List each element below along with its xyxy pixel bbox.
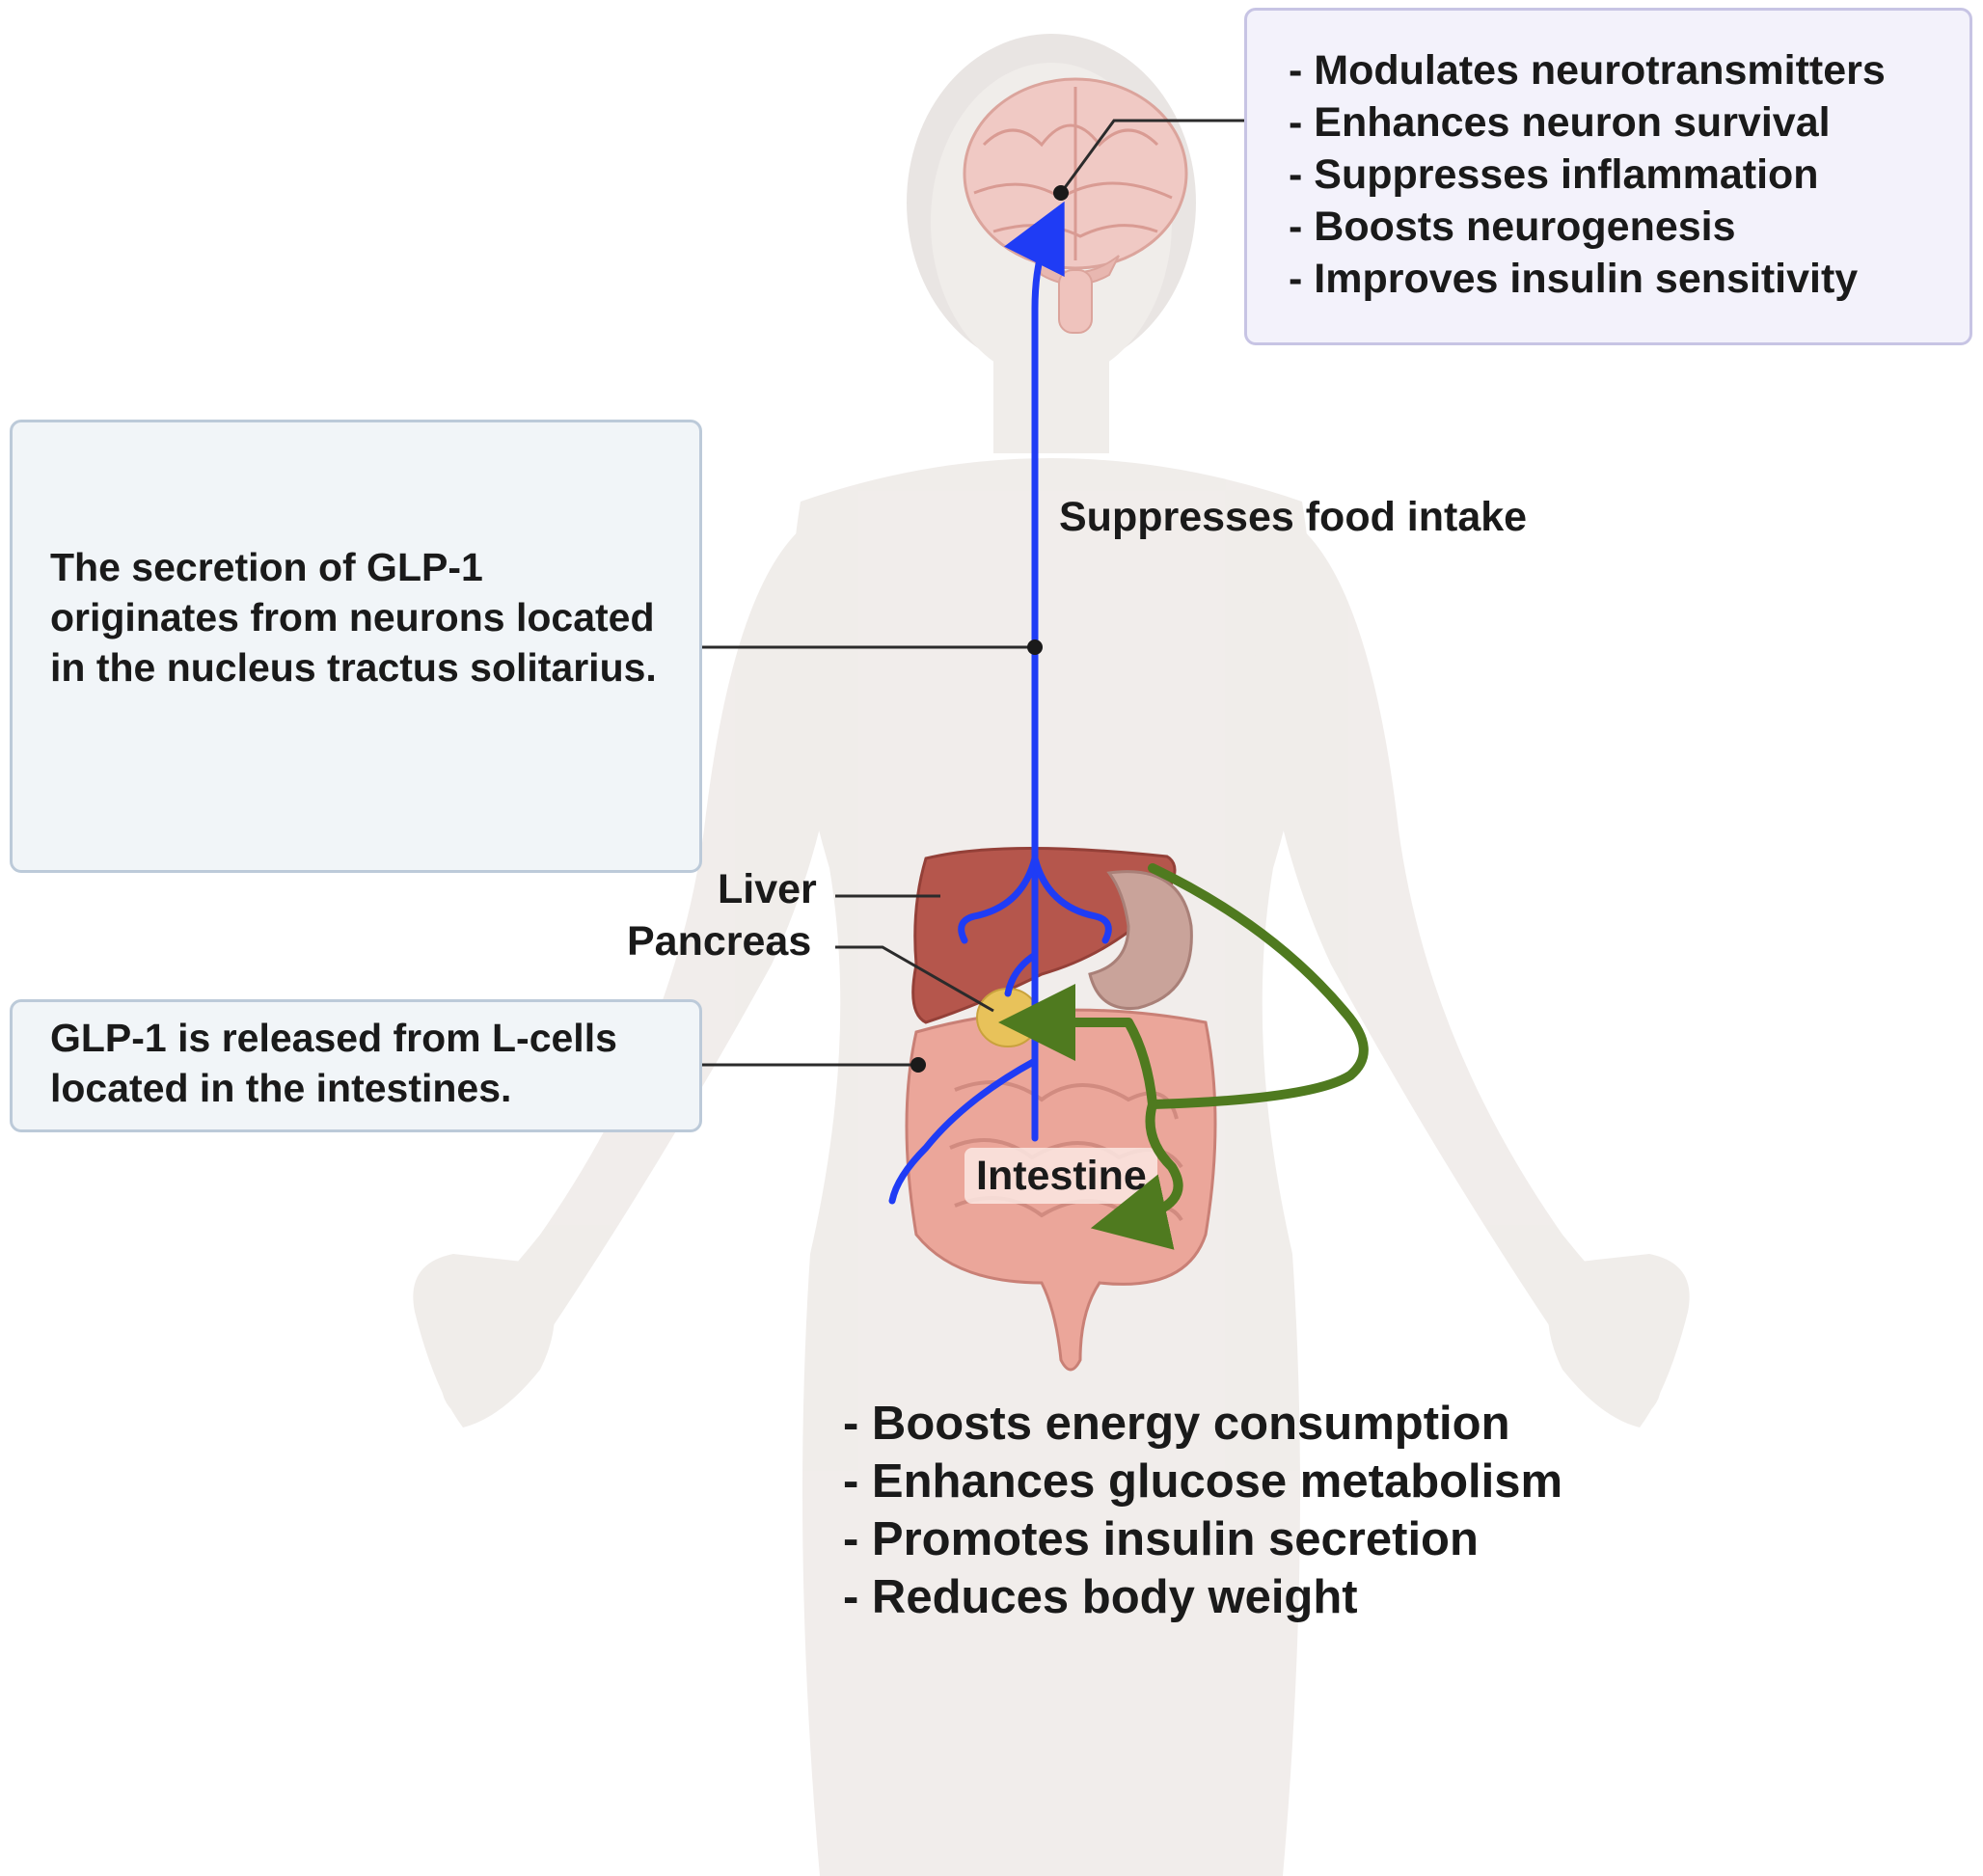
body-effect-item: - Reduces body weight (843, 1571, 1358, 1623)
pancreas-label: Pancreas (627, 918, 812, 965)
body-effects-list: - Boosts energy consumption - Enhances g… (843, 1395, 1562, 1626)
lcell-release-box (10, 999, 702, 1132)
liver-illustration (911, 847, 1177, 1024)
nts-secretion-text: The secretion of GLP-1 originates from n… (50, 545, 657, 690)
brain-effect-item: - Improves insulin sensitivity (1289, 256, 1859, 302)
pancreas-illustration (976, 988, 1040, 1047)
brain-effect-item: - Boosts neurogenesis (1289, 204, 1736, 250)
brain-effects-box (1244, 8, 1972, 345)
stomach-illustration (1088, 870, 1193, 1011)
blue-neural-pathway (888, 201, 1112, 1205)
brain-effect-item: - Suppresses inflammation (1289, 151, 1819, 198)
food-intake-label: Suppresses food intake (1059, 494, 1528, 540)
body-effect-item: - Boosts energy consumption (843, 1398, 1510, 1450)
brain-effects-list: - Modulates neurotransmitters - Enhances… (1289, 44, 1886, 305)
intestine-label: Intestine (976, 1153, 1147, 1199)
body-effect-item: - Enhances glucose metabolism (843, 1455, 1563, 1508)
lcell-release-text: GLP-1 is released from L-cells located i… (50, 1016, 617, 1110)
leader-dots (910, 185, 1069, 1073)
leader-lines (702, 119, 1244, 1067)
brain-effect-item: - Modulates neurotransmitters (1289, 47, 1886, 94)
green-hormonal-pathway (998, 863, 1369, 1250)
nts-secretion-box (10, 420, 702, 873)
liver-label: Liver (718, 866, 817, 912)
brain-effect-item: - Enhances neuron survival (1289, 99, 1831, 146)
body-effect-item: - Promotes insulin secretion (843, 1513, 1479, 1565)
